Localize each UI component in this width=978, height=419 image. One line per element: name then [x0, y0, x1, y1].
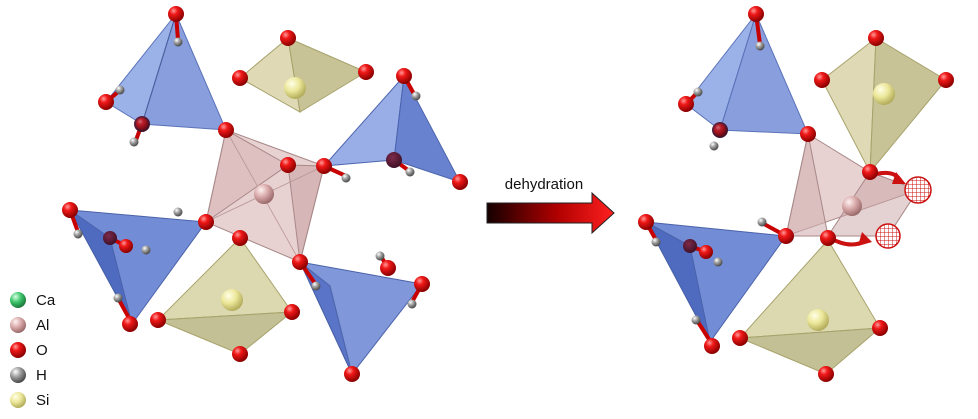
oxygen-atoms [62, 6, 468, 382]
si-tetrahedron [239, 37, 368, 113]
si-tetrahedron [738, 239, 882, 375]
legend: Ca Al O H Si [10, 292, 56, 409]
ca-tetrahedron [105, 12, 227, 131]
al-polyhedron [785, 133, 920, 237]
hydrogen-atoms [651, 41, 767, 325]
svg-text:H: H [36, 367, 47, 384]
al-atom [842, 196, 862, 216]
si-tetrahedron [821, 36, 947, 174]
legend-item-si: Si [10, 392, 49, 409]
svg-text:Al: Al [36, 317, 49, 334]
dehydration-arrow: dehydration [486, 176, 615, 235]
ca-atom [683, 239, 697, 253]
legend-item-al: Al [10, 317, 49, 334]
hydrated-structure [62, 6, 468, 382]
oxygen-vacancy [904, 176, 932, 204]
legend-item-h: H [10, 367, 47, 384]
si-atom [221, 289, 243, 311]
svg-text:Si: Si [36, 392, 49, 409]
ca-tetrahedron [644, 220, 787, 343]
ca-tetrahedron [685, 12, 809, 135]
svg-text:Ca: Ca [36, 292, 56, 309]
legend-item-o: O [10, 342, 48, 359]
ca-tetrahedron [299, 261, 423, 375]
si-atom [807, 309, 829, 331]
si-tetrahedron [156, 237, 294, 355]
oxygen-vacancy [875, 223, 901, 249]
hydrogen-atoms [73, 37, 421, 309]
si-atom [284, 77, 306, 99]
si-atom [873, 83, 895, 105]
legend-item-ca: Ca [10, 292, 56, 309]
svg-text:O: O [36, 342, 48, 359]
dehydrated-structure [638, 6, 954, 382]
ca-atom [386, 152, 402, 168]
arrow-label: dehydration [505, 176, 583, 193]
oxygen-atoms [638, 6, 954, 382]
ca-atom [103, 231, 117, 245]
ca-tetrahedron [322, 74, 462, 183]
al-atom [254, 184, 274, 204]
